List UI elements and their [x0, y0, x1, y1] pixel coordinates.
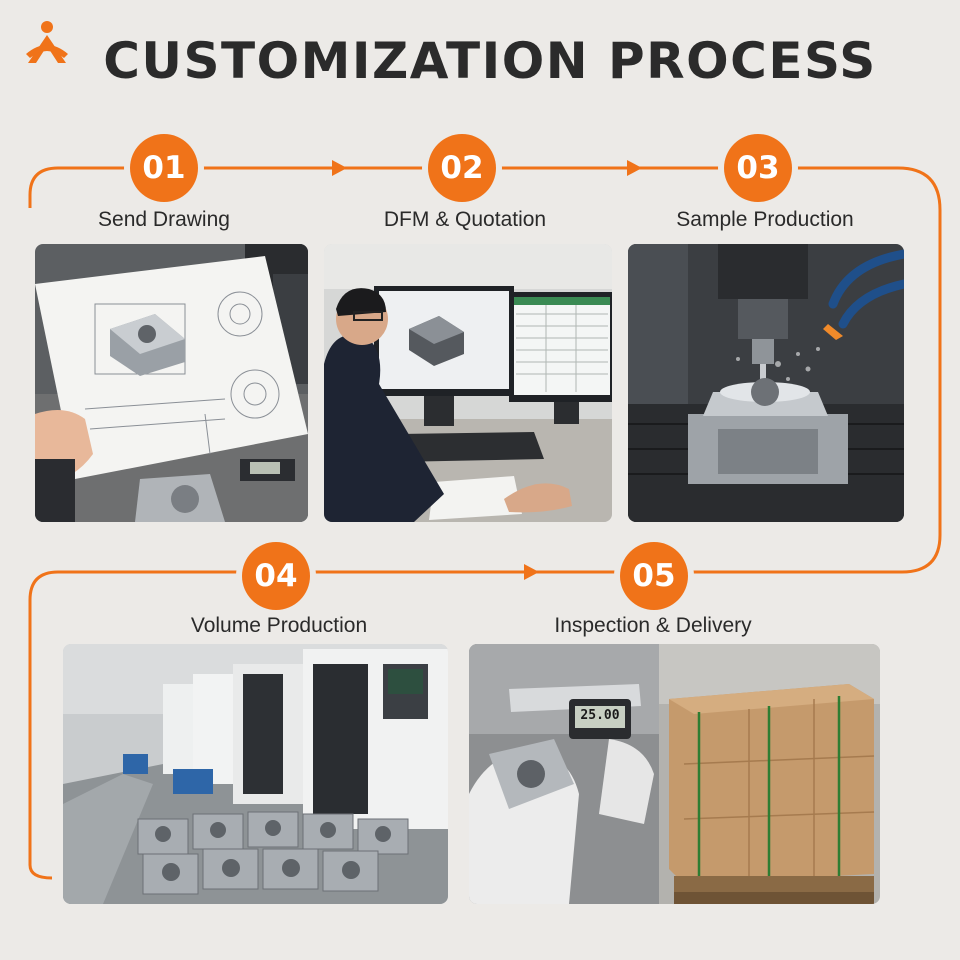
step-label-5: Inspection & Delivery	[554, 614, 752, 637]
page-title: CUSTOMIZATION PROCESS	[103, 32, 877, 90]
step-number-3: 03	[724, 134, 792, 202]
flow-arrow-icon	[524, 564, 539, 580]
step-number-5: 05	[620, 542, 688, 610]
step-label-4: Volume Production	[190, 614, 368, 637]
photo-inspection-delivery: 25.00	[469, 644, 880, 904]
photo-sample-production	[628, 244, 904, 522]
step-label-3: Sample Production	[676, 208, 854, 231]
flow-arrow-icon	[627, 160, 642, 176]
photo-dfm-quotation	[324, 244, 612, 522]
step-label-1: Send Drawing	[98, 208, 230, 231]
caliper-reading: 25.00	[580, 708, 620, 723]
step-number-1: 01	[130, 134, 198, 202]
step-label-2: DFM & Quotation	[383, 208, 547, 231]
step-number-4: 04	[242, 542, 310, 610]
photo-send-drawing	[35, 244, 308, 522]
person-arch-logo-icon	[26, 21, 68, 63]
flow-arrow-icon	[332, 160, 347, 176]
step-number-2: 02	[428, 134, 496, 202]
photo-volume-production	[63, 644, 448, 904]
